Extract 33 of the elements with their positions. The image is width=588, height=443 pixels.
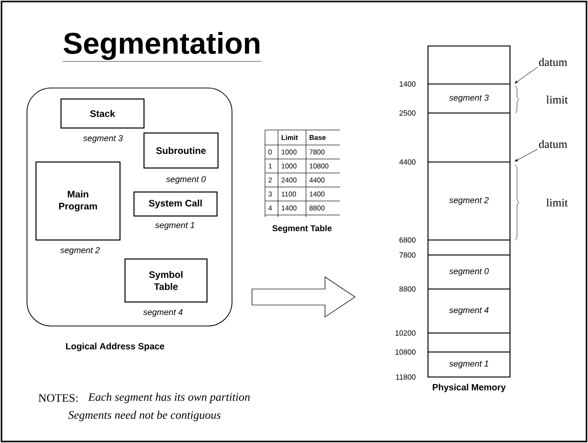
segment-box: System Call [134, 192, 218, 216]
note-heading: NOTES: [38, 394, 78, 402]
limit-label: limit [546, 95, 568, 104]
note-text: Each segment has its own partition [88, 392, 250, 404]
datum-label: datum [539, 140, 568, 148]
memory-partition: segment 0 [428, 254, 510, 290]
node-label: Logical Address Space [66, 342, 164, 352]
segment-label: segment 2 [60, 247, 100, 255]
segment-label: segment 1 [155, 222, 194, 230]
leader-line [514, 149, 538, 162]
limit-label: limit [546, 198, 568, 207]
memory-partition: segment 3 [428, 84, 510, 114]
memory-partition: segment 4 [428, 288, 510, 334]
leader-line [514, 67, 538, 84]
note-text: Segments need not be contiguous [68, 410, 221, 422]
memory-partition: segment 2 [428, 162, 510, 240]
segment-label: segment 0 [166, 176, 206, 184]
segment-box: Main Program [36, 162, 120, 240]
datum-label: datum [539, 58, 568, 66]
memory-partition: segment 1 [428, 352, 510, 378]
block-arrow [252, 276, 356, 318]
table-caption: Segment Table [272, 225, 332, 233]
memory-partition [428, 332, 510, 352]
memory-partition [428, 46, 510, 84]
segment-box: Symbol Table [124, 258, 208, 302]
segment-label: segment 4 [143, 309, 183, 317]
node-label: Physical Memory [432, 384, 506, 392]
title: Segmentation [62, 32, 262, 62]
segment-label: segment 3 [83, 135, 123, 143]
memory-partition [428, 112, 510, 162]
segment-box: Subroutine [144, 132, 218, 168]
segment-box: Stack [60, 98, 144, 128]
memory-partition [428, 240, 510, 256]
